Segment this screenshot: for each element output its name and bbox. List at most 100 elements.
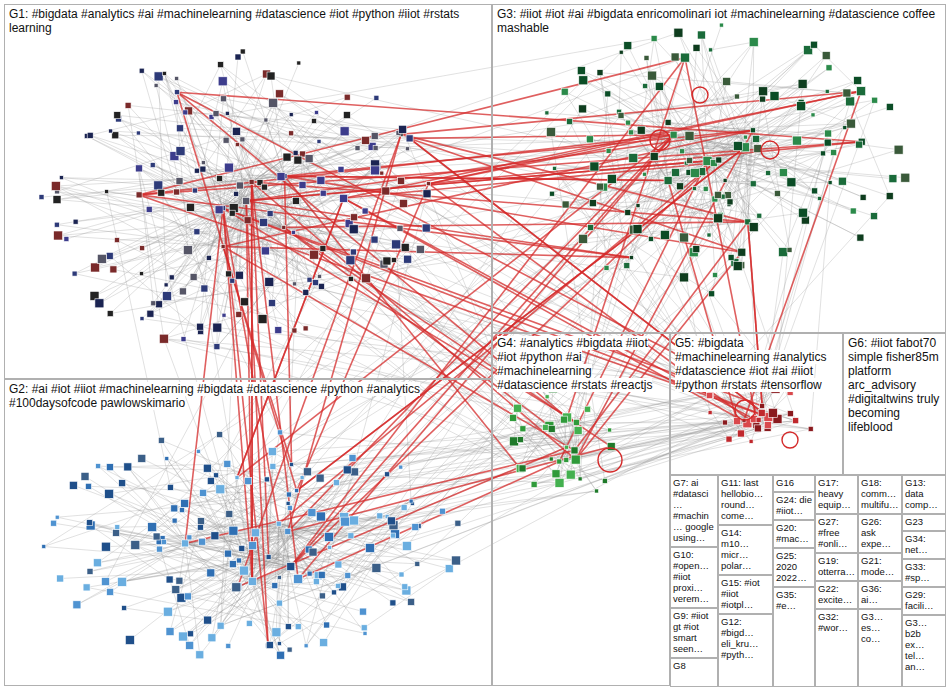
vertex-image bbox=[194, 229, 200, 235]
vertex-image bbox=[272, 583, 278, 589]
vertex-image bbox=[665, 119, 671, 125]
vertex-image bbox=[200, 489, 207, 496]
vertex-image bbox=[328, 545, 332, 549]
vertex-image bbox=[355, 146, 360, 151]
vertex-image bbox=[276, 90, 284, 98]
vertex-image bbox=[118, 577, 127, 586]
vertex-image bbox=[158, 189, 165, 196]
vertex-image bbox=[545, 111, 549, 115]
vertex-image bbox=[214, 473, 219, 478]
vertex-image bbox=[181, 500, 189, 508]
vertex-image bbox=[176, 577, 183, 584]
vertex-image bbox=[557, 459, 562, 464]
vertex-image bbox=[811, 113, 815, 117]
vertex-image bbox=[854, 77, 862, 85]
vertex-image bbox=[821, 151, 826, 156]
vertex-image bbox=[400, 199, 408, 207]
vertex-image bbox=[146, 206, 152, 212]
vertex-image bbox=[150, 163, 155, 168]
vertex-image bbox=[201, 285, 208, 292]
vertex-image bbox=[606, 148, 611, 153]
group-label: G32: #wor… bbox=[818, 611, 848, 633]
group-box: G32: #wor… bbox=[815, 609, 858, 687]
vertex-image bbox=[318, 274, 322, 278]
vertex-image bbox=[548, 425, 555, 432]
vertex-image bbox=[310, 250, 319, 259]
vertex-image bbox=[269, 98, 278, 107]
red-edge bbox=[237, 135, 674, 478]
grey-edge bbox=[117, 115, 644, 174]
vertex-image bbox=[155, 301, 162, 308]
group-label: G26: ask expe… bbox=[861, 516, 891, 549]
vertex-image bbox=[770, 92, 779, 101]
self-loop bbox=[598, 448, 622, 472]
vertex-image bbox=[760, 96, 766, 102]
vertex-image bbox=[343, 466, 351, 474]
vertex-image bbox=[608, 428, 612, 432]
vertex-image bbox=[176, 147, 185, 156]
vertex-image bbox=[312, 119, 317, 124]
vertex-image bbox=[57, 575, 64, 582]
vertex-image bbox=[749, 223, 758, 232]
vertex-image bbox=[241, 298, 249, 306]
grey-edge bbox=[56, 186, 233, 281]
vertex-image bbox=[655, 82, 663, 90]
grey-edge bbox=[576, 189, 706, 460]
vertex-image bbox=[382, 187, 390, 195]
grey-edge bbox=[752, 42, 754, 130]
vertex-image bbox=[166, 628, 174, 636]
vertex-image bbox=[131, 541, 140, 550]
vertex-image bbox=[222, 313, 226, 317]
red-edge bbox=[223, 247, 292, 465]
vertex-image bbox=[303, 289, 309, 295]
vertex-image bbox=[636, 204, 640, 208]
vertex-image bbox=[218, 62, 224, 68]
self-loop bbox=[735, 400, 755, 420]
vertex-image bbox=[402, 542, 411, 551]
vertex-image bbox=[320, 639, 328, 647]
vertex-image bbox=[91, 263, 100, 272]
vertex-image bbox=[766, 171, 771, 176]
vertex-image bbox=[265, 277, 274, 286]
vertex-image bbox=[107, 311, 113, 317]
vertex-image bbox=[797, 102, 806, 111]
vertex-image bbox=[399, 572, 404, 577]
vertex-image bbox=[703, 186, 708, 191]
vertex-image bbox=[226, 271, 232, 277]
vertex-image bbox=[244, 217, 251, 224]
grey-edge bbox=[288, 478, 320, 503]
red-edge bbox=[288, 447, 611, 532]
vertex-image bbox=[894, 145, 903, 154]
vertex-image bbox=[808, 426, 813, 431]
vertex-image bbox=[215, 206, 223, 214]
vertex-image bbox=[648, 71, 657, 80]
red-edge bbox=[177, 92, 297, 491]
vertex-image bbox=[828, 181, 832, 185]
vertex-image bbox=[625, 210, 631, 216]
vertex-image bbox=[738, 248, 746, 256]
vertex-image bbox=[846, 119, 855, 128]
grey-edge bbox=[110, 256, 201, 332]
vertex-image bbox=[159, 334, 168, 343]
vertex-image bbox=[651, 36, 657, 42]
self-loop bbox=[650, 130, 670, 150]
vertex-image bbox=[289, 131, 294, 136]
vertex-image bbox=[595, 489, 599, 493]
grey-edge bbox=[223, 103, 273, 208]
vertex-image bbox=[175, 77, 179, 81]
vertex-image bbox=[176, 178, 183, 185]
group-label: G1: #bigdata #analytics #ai #machinelear… bbox=[9, 7, 459, 35]
vertex-image bbox=[216, 485, 225, 494]
vertex-image bbox=[186, 641, 194, 649]
vertex-image bbox=[297, 61, 301, 65]
vertex-image bbox=[423, 190, 431, 198]
vertex-image bbox=[629, 256, 633, 260]
vertex-image bbox=[392, 240, 401, 249]
vertex-image bbox=[267, 72, 275, 80]
vertex-image bbox=[344, 94, 350, 100]
vertex-image bbox=[151, 301, 156, 306]
vertex-image bbox=[387, 517, 395, 525]
vertex-image bbox=[124, 463, 132, 471]
vertex-layer bbox=[39, 23, 910, 659]
vertex-image bbox=[287, 563, 295, 571]
